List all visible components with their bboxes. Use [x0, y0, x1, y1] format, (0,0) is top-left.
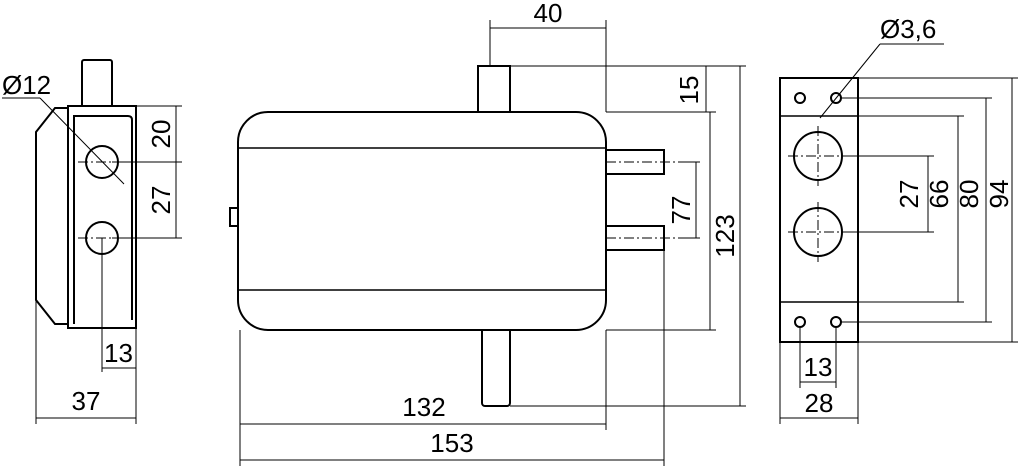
plate-dim-66: 66	[924, 180, 954, 209]
screw-hole	[794, 92, 806, 104]
plate-dim-28: 28	[805, 388, 834, 418]
side-inner-edge	[73, 115, 133, 324]
side-diameter-leader	[39, 97, 125, 185]
side-diameter-label: Ø12	[2, 70, 51, 100]
screw-hole	[794, 316, 806, 328]
side-bolt	[81, 59, 113, 109]
side-dim-20: 20	[146, 120, 176, 149]
plate-dim-13: 13	[804, 352, 833, 382]
front-dim-123: 123	[710, 214, 740, 257]
top-bolt	[477, 65, 511, 117]
plate-dim-27: 27	[894, 180, 924, 209]
screw-hole	[830, 316, 842, 328]
side-view: Ø12 20 27 13 37	[2, 59, 182, 424]
plate-view: Ø3,6 27 66 80 94 13 28	[779, 14, 1018, 424]
plate-dim-94: 94	[984, 180, 1014, 209]
front-view: 40 15 77 123 132 153	[229, 0, 746, 466]
bottom-bolt	[481, 325, 511, 407]
plate-diameter-leader	[819, 43, 881, 119]
lock-body	[237, 111, 607, 331]
side-cover	[35, 107, 69, 325]
front-dim-15: 15	[674, 76, 704, 105]
side-dim-13: 13	[104, 338, 133, 368]
side-dim-27: 27	[146, 186, 176, 215]
front-dim-132: 132	[402, 392, 445, 422]
front-dim-40: 40	[534, 0, 563, 28]
plate-dim-80: 80	[954, 180, 984, 209]
front-dim-77: 77	[666, 196, 696, 225]
side-dim-37: 37	[72, 386, 101, 416]
front-dim-153: 153	[430, 428, 473, 458]
plate-diameter-label: Ø3,6	[880, 14, 936, 44]
